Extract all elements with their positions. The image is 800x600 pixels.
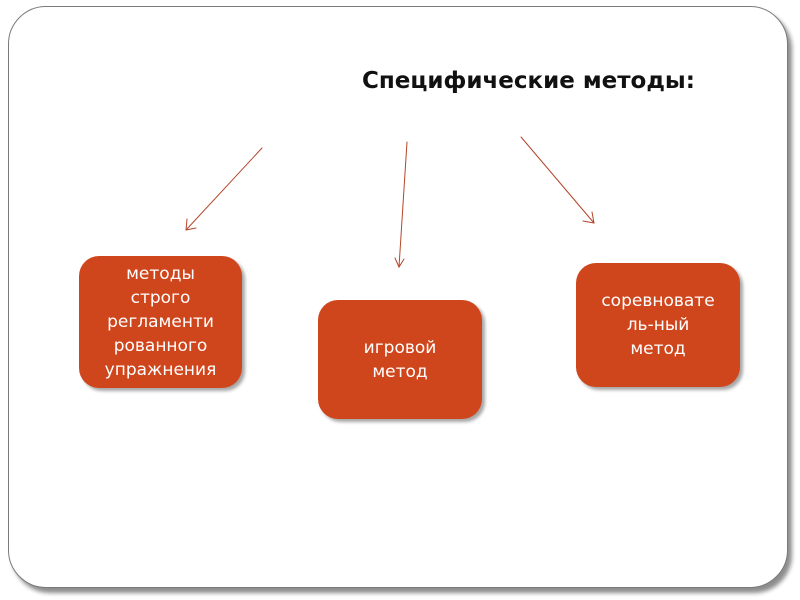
arrow-left bbox=[185, 147, 263, 231]
diagram-title: Специфические методы: bbox=[362, 68, 695, 94]
method-box-regulated-exercise: методы строго регламенти рованного упраж… bbox=[79, 256, 242, 388]
arrow-middle bbox=[394, 141, 408, 269]
method-box-competitive: соревновате ль-ный метод bbox=[576, 263, 740, 387]
method-box-label: методы строго регламенти рованного упраж… bbox=[104, 264, 217, 380]
arrow-right bbox=[520, 136, 595, 224]
method-box-label: игровой метод bbox=[363, 337, 437, 382]
method-box-label: соревновате ль-ный метод bbox=[601, 291, 715, 359]
method-box-game: игровой метод bbox=[318, 300, 482, 419]
